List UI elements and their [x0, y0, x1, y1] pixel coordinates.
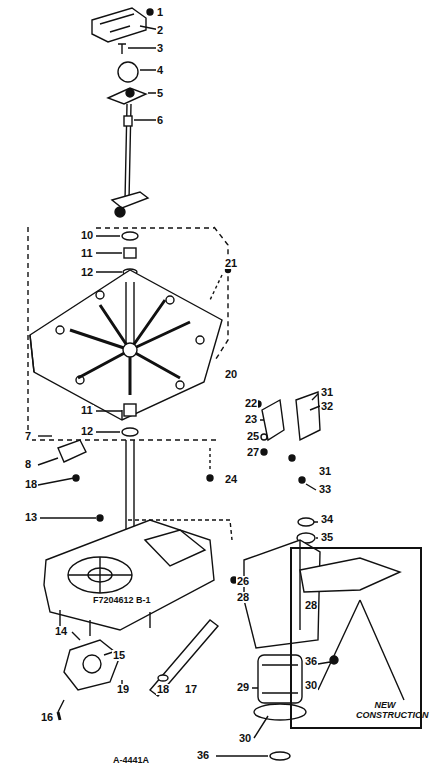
callout-number: 11 — [80, 405, 94, 416]
callout-number: 4 — [156, 65, 164, 76]
callout-number: 18 — [24, 479, 38, 490]
callout-number: 8 — [24, 459, 32, 470]
callout-number: 35 — [320, 532, 334, 543]
callout-number: 13 — [24, 512, 38, 523]
callout-number: 22 — [244, 398, 258, 409]
callout-number: 5 — [156, 88, 164, 99]
callout-number: 16 — [40, 712, 54, 723]
callout-number: 10 — [80, 230, 94, 241]
callout-number: 15 — [112, 650, 126, 661]
callout-number: 17 — [184, 684, 198, 695]
inset-box: NEW CONSTRUCTION — [290, 547, 422, 729]
callout-number: 7 — [24, 431, 32, 442]
callout-number: 23 — [244, 414, 258, 425]
callout-number: 6 — [156, 115, 164, 126]
callout-number: 3 — [156, 43, 164, 54]
callout-number: 11 — [80, 248, 94, 259]
callout-number: 2 — [156, 25, 164, 36]
callout-number: 30 — [304, 680, 318, 691]
callout-number: 20 — [224, 369, 238, 380]
callout-number: 34 — [320, 514, 334, 525]
figure-code: A-4441A — [112, 756, 150, 765]
callout-number: 30 — [238, 733, 252, 744]
inset-title: NEW CONSTRUCTION — [356, 701, 414, 721]
callout-number: 31 — [318, 466, 332, 477]
callout-number: 28 — [304, 600, 318, 611]
callout-number: 25 — [246, 431, 260, 442]
callout-number: 29 — [236, 682, 250, 693]
figure-code: F7204612 B-1 — [92, 596, 152, 605]
callout-number: 12 — [80, 426, 94, 437]
callout-number: 33 — [318, 484, 332, 495]
callout-number: 36 — [196, 750, 210, 761]
callout-number: 32 — [320, 401, 334, 412]
callout-number: 19 — [116, 684, 130, 695]
callout-number: 27 — [246, 447, 260, 458]
callout-number: 36 — [304, 656, 318, 667]
callout-number: 21 — [224, 258, 238, 269]
callout-number: 26 — [236, 576, 250, 587]
callout-number: 18 — [156, 684, 170, 695]
callout-number: 24 — [224, 474, 238, 485]
callout-number: 14 — [54, 626, 68, 637]
callout-number: 1 — [156, 7, 164, 18]
callout-number: 12 — [80, 267, 94, 278]
callout-number: 31 — [320, 387, 334, 398]
callout-number: 28 — [236, 592, 250, 603]
